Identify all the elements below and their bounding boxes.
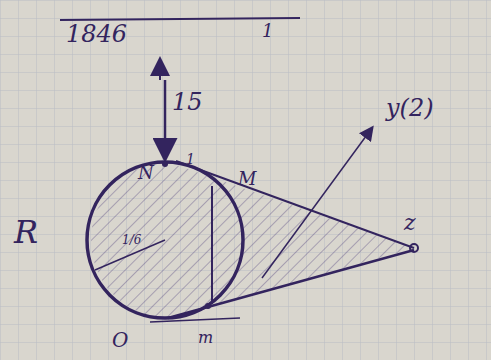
axis-label: y(2)	[386, 96, 434, 120]
radius-value: 1/6	[122, 234, 141, 246]
radius-label: R	[14, 216, 38, 248]
point-n	[162, 161, 168, 167]
axis-arrow	[262, 128, 372, 278]
circle	[87, 162, 243, 318]
point-label: z	[404, 212, 416, 234]
arrow-up	[159, 60, 161, 80]
point-label: N	[138, 164, 154, 182]
point-label: O	[112, 330, 128, 350]
year-note: 1846	[66, 22, 127, 46]
segment-mm	[211, 186, 213, 304]
force-arrow	[164, 80, 167, 158]
hatched-region	[91, 162, 414, 318]
force-label: 15	[172, 90, 203, 114]
point-label: m	[198, 330, 213, 346]
point-number: 1	[186, 152, 195, 166]
strike-line	[60, 18, 300, 20]
note-number: 1	[262, 22, 273, 40]
point-z	[410, 244, 418, 252]
point-m	[205, 303, 211, 309]
ground-line	[150, 318, 240, 322]
point-label: M	[238, 170, 256, 188]
